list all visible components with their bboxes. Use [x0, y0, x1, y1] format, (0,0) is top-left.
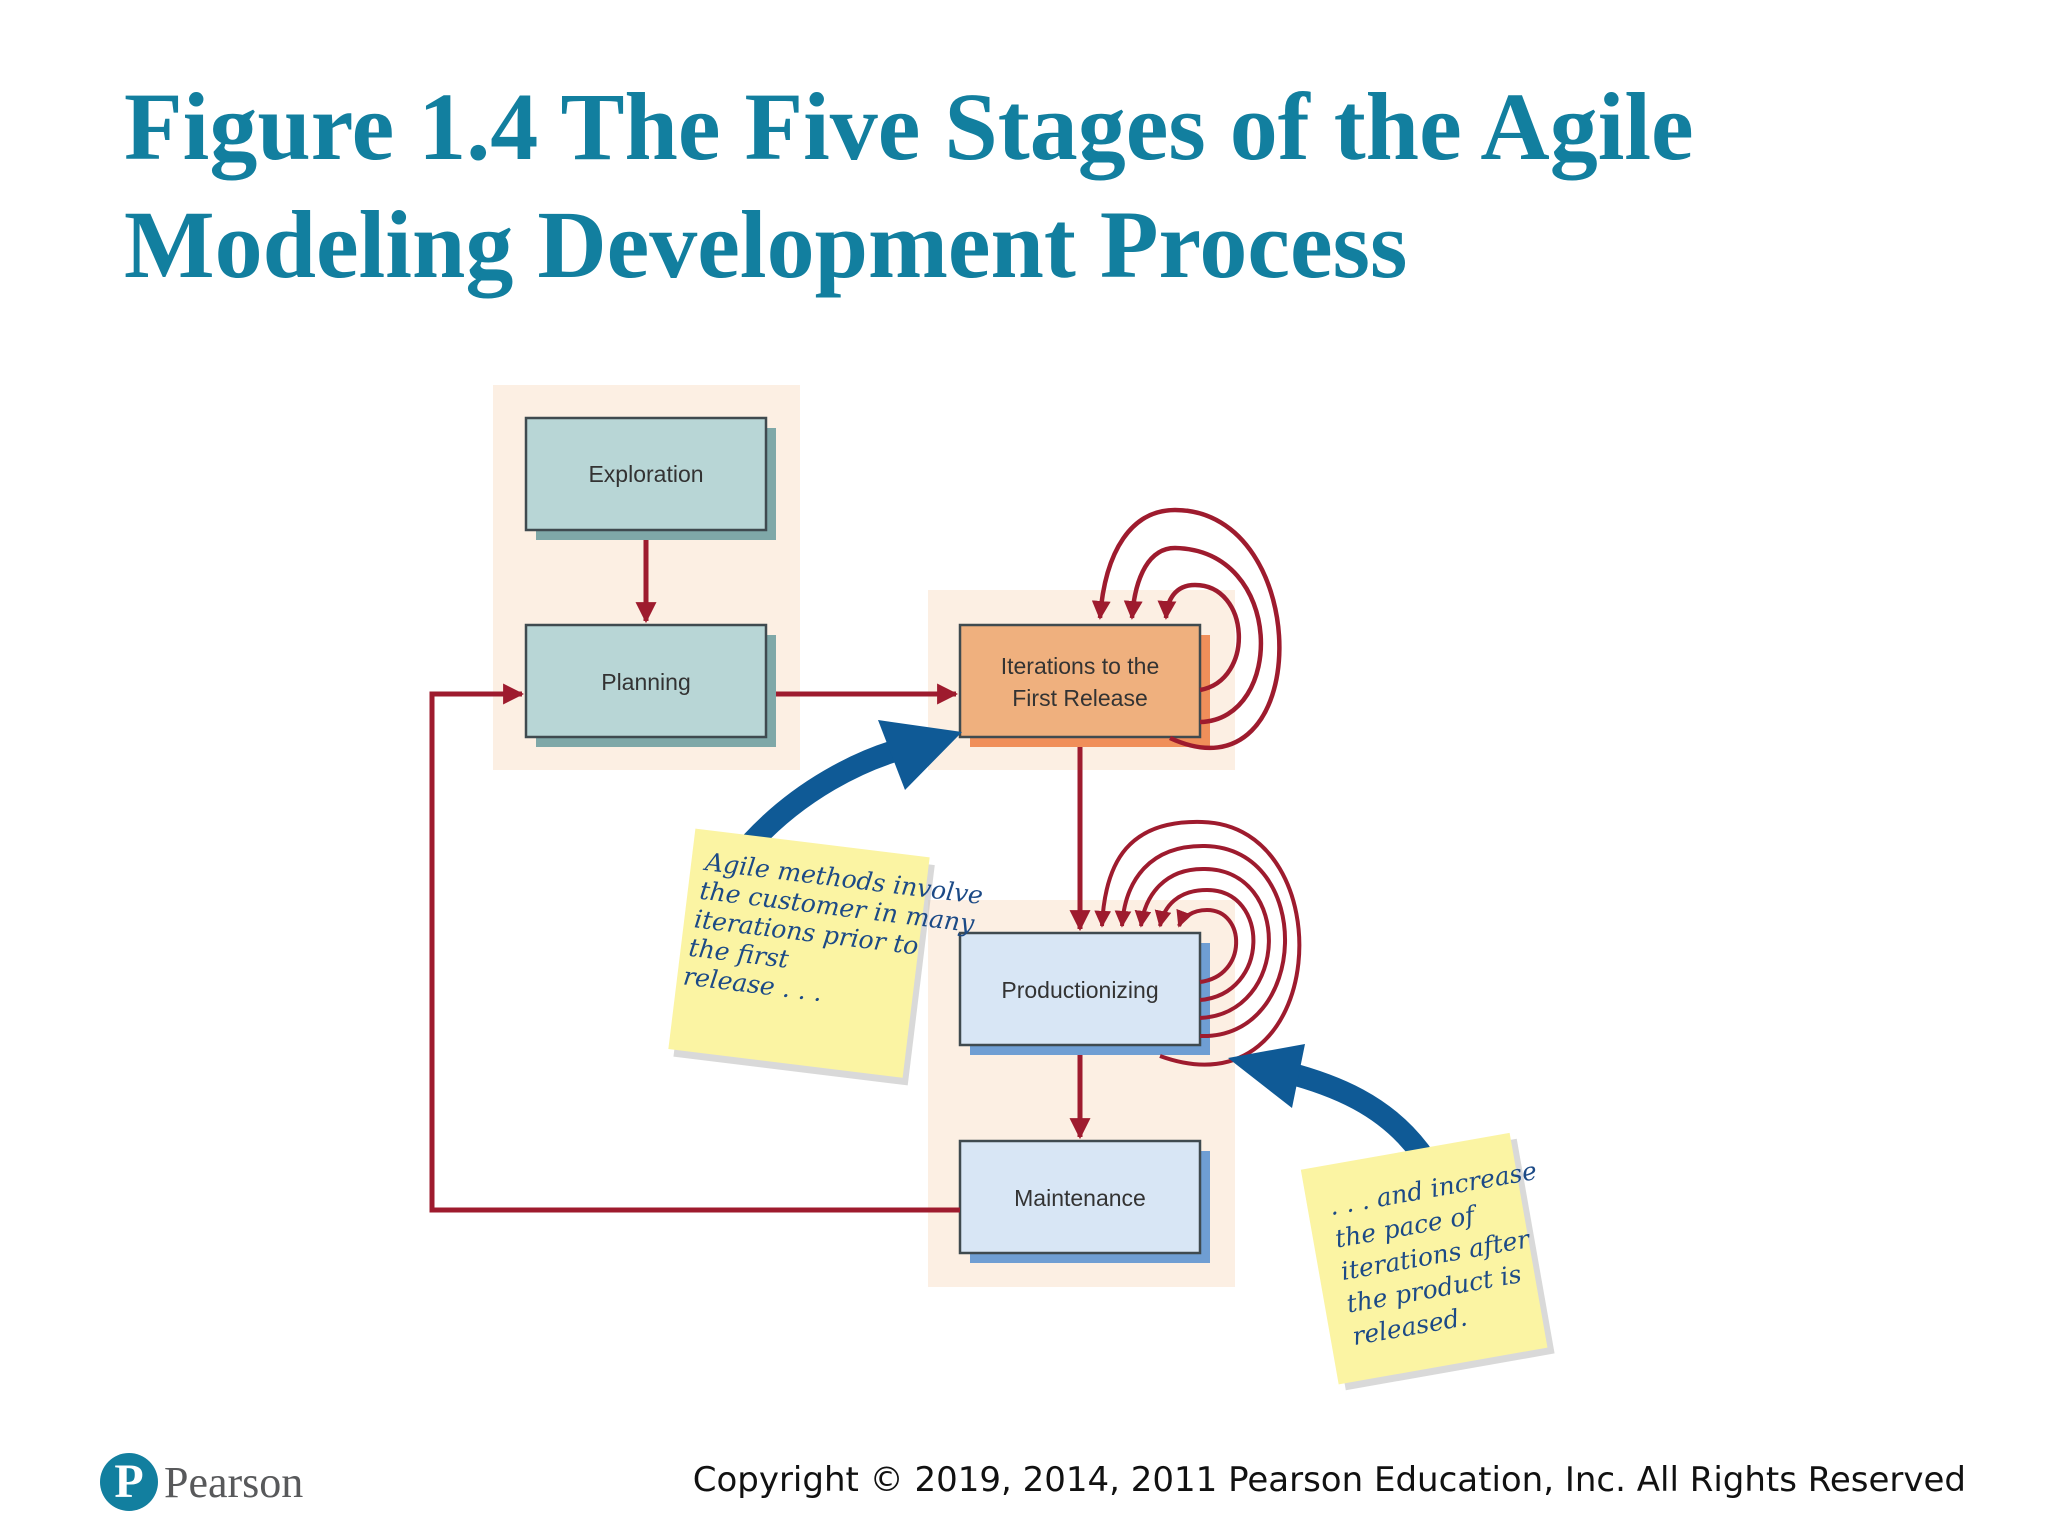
iterations-label-line-2: First Release: [1012, 685, 1147, 711]
increase-pace-blue-arrow: [1228, 1044, 1431, 1163]
increase-pace-note: . . . and increase the pace of iteration…: [1300, 1132, 1555, 1391]
production-loop-2: [1114, 843, 1287, 1039]
copyright-notice: Copyright © 2019, 2014, 2011 Pearson Edu…: [692, 1460, 1966, 1500]
productionizing-iteration-loops: [1094, 819, 1302, 1067]
exploration-box: Exploration: [524, 416, 776, 540]
exploration-label: Exploration: [588, 461, 703, 487]
iteration-loop-2: [1123, 545, 1264, 725]
production-loop-4: [1154, 887, 1256, 1002]
maintenance-to-planning-loop-arrow: [429, 683, 960, 1213]
slide-title-line-1: Figure 1.4 The Five Stages of the Agile: [124, 73, 1694, 180]
maintenance-box: Maintenance: [958, 1139, 1210, 1263]
iterations-box: Iterations to the First Release: [958, 623, 1210, 747]
slide-title: Figure 1.4 The Five Stages of the Agile …: [124, 68, 1924, 304]
planning-label: Planning: [601, 669, 691, 695]
pearson-logo-text: Pearson: [164, 1457, 304, 1507]
production-loop-1: [1094, 819, 1302, 1067]
pearson-logo-icon: P: [100, 1453, 158, 1511]
planning-box: Planning: [524, 623, 776, 747]
iteration-loop-1: [1091, 507, 1282, 750]
first-release-iteration-loops: [1091, 507, 1282, 750]
pearson-logo: P Pearson: [100, 1452, 303, 1512]
production-loop-3: [1134, 866, 1271, 1020]
production-loop-5: [1176, 907, 1239, 984]
productionizing-box: Productionizing: [958, 931, 1210, 1055]
slide-title-line-2: Modeling Development Process: [124, 191, 1408, 298]
customer-involvement-blue-arrow: [741, 720, 962, 853]
iterations-label-line-1: Iterations to the: [1001, 653, 1160, 679]
maintenance-label: Maintenance: [1014, 1185, 1146, 1211]
iteration-loop-3: [1157, 582, 1242, 693]
productionizing-label: Productionizing: [1001, 977, 1158, 1003]
